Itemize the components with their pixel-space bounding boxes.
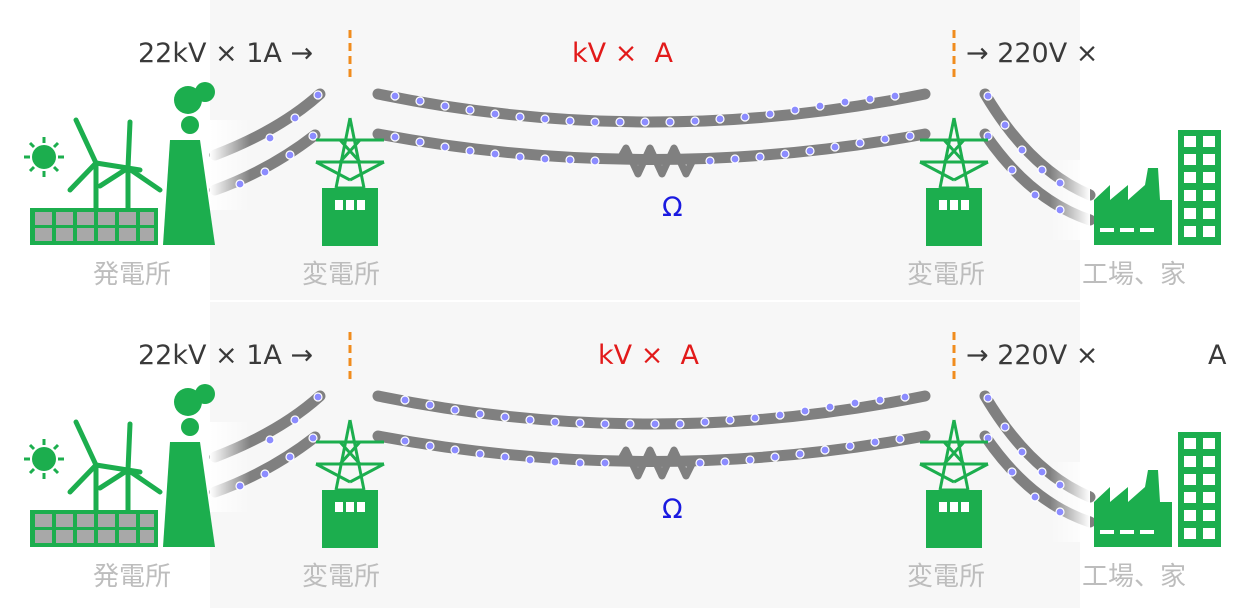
input-power-label: 22kV × 1A →: [138, 38, 314, 69]
output-current-unit: A: [1208, 340, 1227, 371]
resistance-label: Ω: [662, 494, 683, 525]
place-label-consumers: 工場、家: [1082, 260, 1187, 290]
scenario-2: [24, 302, 1221, 608]
resistor-icon: [614, 446, 696, 480]
place-label-substation-left: 変電所: [302, 562, 381, 592]
resistor-icon: [614, 144, 696, 178]
transmission-power-label: kV × A: [598, 340, 699, 371]
output-power-label: → 220V ×: [966, 340, 1099, 371]
place-label-plant: 発電所: [93, 562, 172, 592]
input-power-label: 22kV × 1A →: [138, 340, 314, 371]
factory-icon: [1094, 130, 1221, 245]
place-label-plant: 発電所: [93, 260, 172, 290]
scenario-1: [24, 0, 1221, 300]
place-label-substation-left: 変電所: [302, 260, 381, 290]
resistance-label: Ω: [662, 192, 683, 223]
transmission-lines: [209, 390, 1096, 542]
place-label-substation-right: 変電所: [907, 562, 986, 592]
factory-icon: [1094, 432, 1221, 547]
place-label-substation-right: 変電所: [907, 260, 986, 290]
output-power-label: → 220V ×: [966, 38, 1099, 69]
transmission-lines: [209, 88, 1096, 240]
transmission-power-label: kV × A: [572, 38, 673, 69]
power-plant-icon: [24, 384, 215, 547]
place-label-consumers: 工場、家: [1082, 562, 1187, 592]
power-plant-icon: [24, 82, 215, 245]
